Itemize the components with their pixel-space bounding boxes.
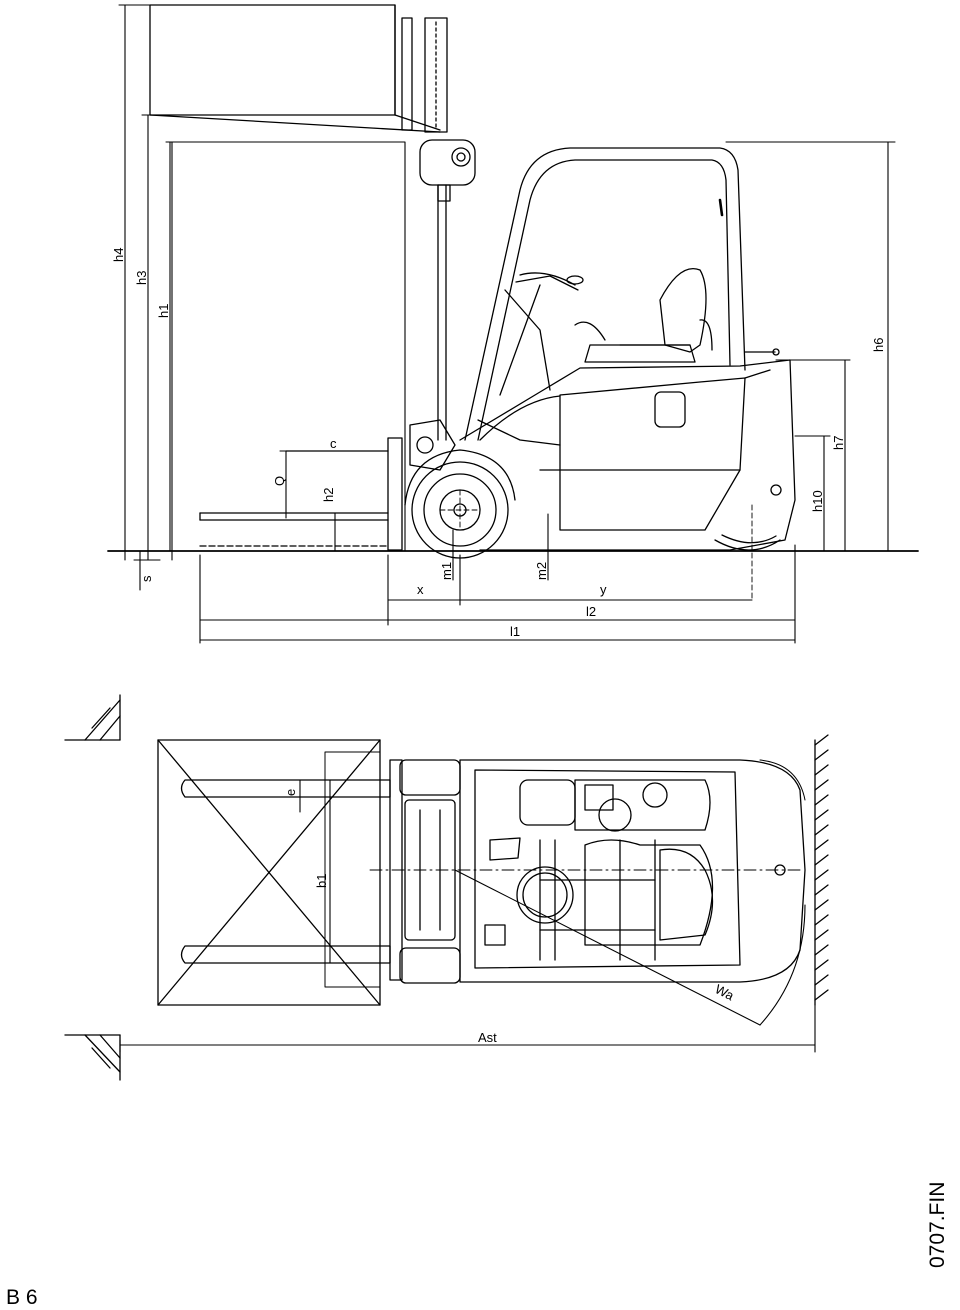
side-view [107, 4, 919, 644]
rear-wheel [714, 534, 781, 551]
aisle-walls [64, 694, 829, 1081]
label-c: c [330, 436, 337, 451]
dim-ast [119, 1004, 816, 1053]
forks [199, 437, 403, 551]
height-dimensions [118, 4, 389, 591]
label-h2: h2 [321, 488, 336, 502]
label-m2: m2 [534, 562, 549, 580]
mast [409, 139, 476, 471]
label-l2: l2 [586, 604, 596, 619]
label-wa: Wa [713, 981, 737, 1003]
dim-b1 [321, 779, 341, 964]
label-h7: h7 [831, 436, 846, 450]
load-pallet [157, 739, 381, 1006]
label-h1: h1 [156, 304, 171, 318]
steering [477, 272, 584, 446]
page-number: B 6 [6, 1286, 38, 1309]
dimension-labels: h4 h3 h1 h2 Q c s h6 h7 h10 m1 m2 x y l2… [111, 248, 886, 1045]
label-h6: h6 [871, 338, 886, 352]
chassis-body [459, 359, 796, 551]
dim-e [291, 779, 311, 813]
label-s: s [139, 575, 154, 582]
document-code: 0707.FIN [926, 1181, 949, 1268]
label-ast: Ast [478, 1030, 497, 1045]
front-wheels-top [399, 759, 461, 984]
label-y: y [600, 582, 607, 597]
label-h10: h10 [810, 490, 825, 512]
label-h3: h3 [134, 271, 149, 285]
label-x: x [417, 582, 424, 597]
lowered-load-outline [169, 141, 406, 552]
label-q: Q [272, 476, 287, 486]
turning-radius [454, 869, 806, 1026]
label-m1: m1 [439, 562, 454, 580]
height-dimensions-right [725, 141, 896, 552]
front-wheel [404, 449, 516, 559]
raised-load [149, 4, 448, 133]
chassis-top [459, 759, 806, 983]
forks-top [180, 779, 391, 964]
label-l1: l1 [510, 624, 520, 639]
label-h4: h4 [111, 248, 126, 262]
top-view [64, 694, 829, 1081]
length-dimensions [199, 513, 796, 644]
label-b1: b1 [314, 874, 329, 888]
cab [464, 147, 780, 441]
seat [574, 268, 713, 363]
label-e: e [283, 789, 298, 796]
